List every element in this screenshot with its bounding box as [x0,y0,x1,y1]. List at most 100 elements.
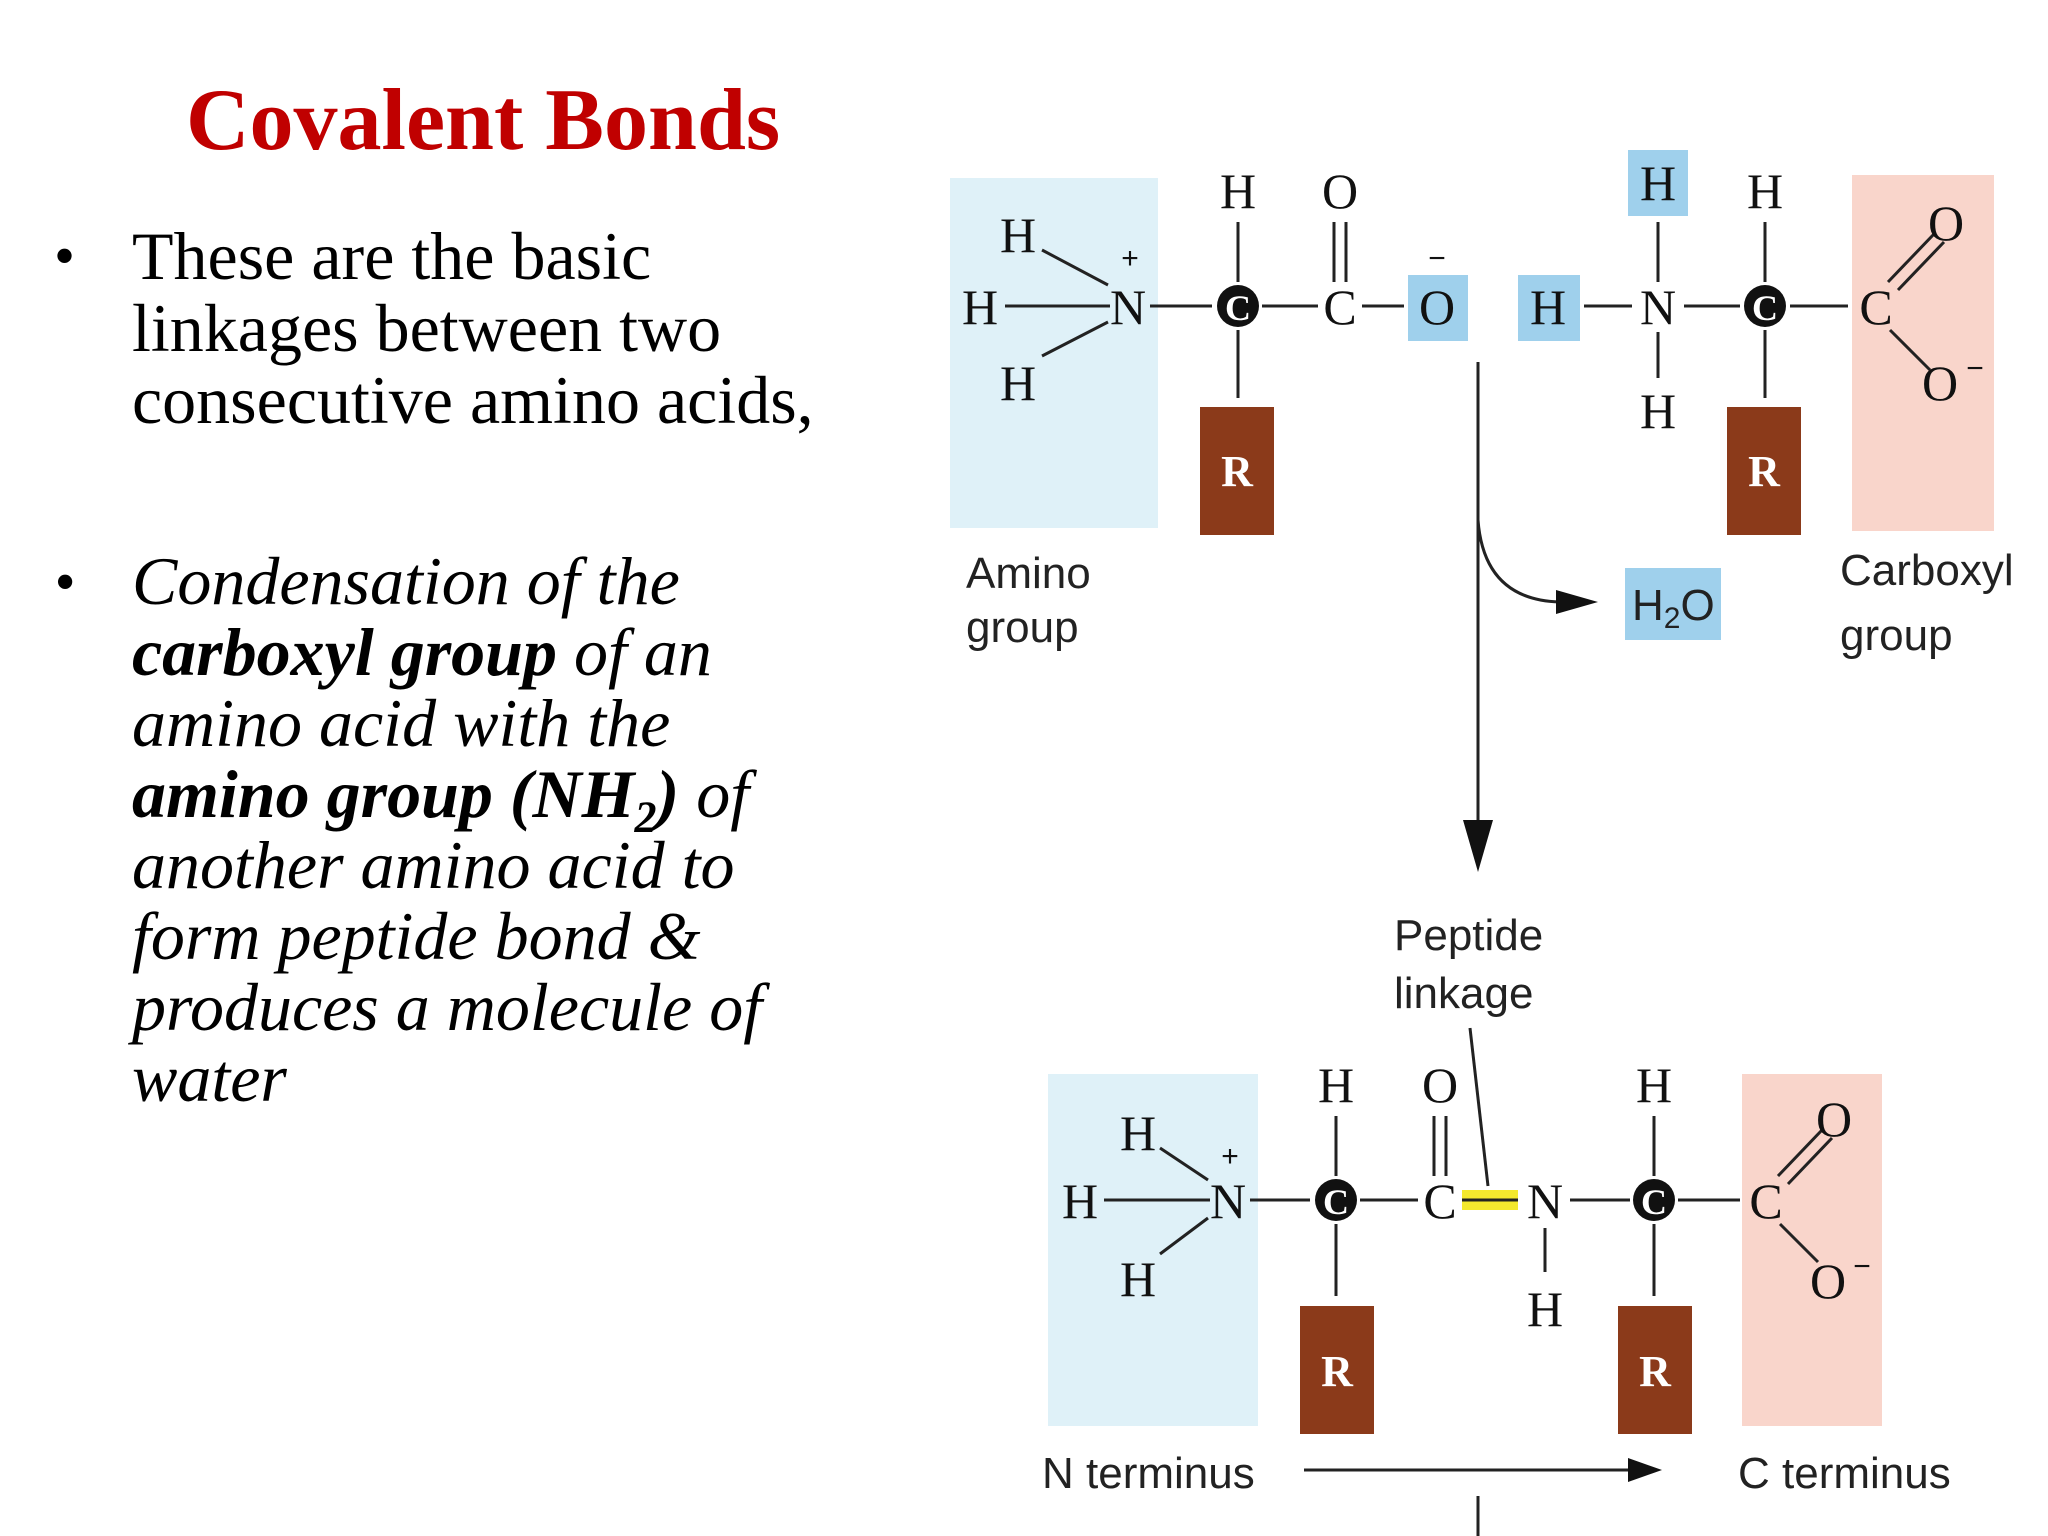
peptide-linkage-label: linkage [1394,969,1533,1018]
water-release-curve [1476,519,1561,604]
bullet-dot: • [54,223,76,289]
water-subscript: 2 [1664,602,1681,635]
bond-h-n [1041,248,1109,287]
removed-h-highlight [1518,275,1580,341]
bond-c-o-double [1886,232,1936,284]
plus-charge: + [1221,1140,1239,1173]
alpha-carbon [1315,1179,1357,1221]
r-group-box [1200,407,1274,535]
atom-h: H [1640,155,1676,211]
r-group-box [1618,1306,1692,1434]
amino-group-label: group [966,603,1079,652]
atom-c: C [1749,1173,1782,1229]
minus-charge: − [1428,242,1446,275]
atom-h: H [1062,1173,1098,1229]
c-terminus-highlight [1742,1074,1882,1426]
removed-o-highlight [1408,275,1468,341]
bond-h-n [1041,320,1109,358]
water-highlight [1625,568,1721,640]
amino-group-label: Amino [966,549,1091,598]
carboxyl-group-highlight [1852,175,1994,531]
atom-h: H [962,279,998,335]
r-group-label: R [1748,447,1781,496]
bond-c-o-double [1776,1128,1824,1178]
atom-c: C [1859,279,1892,335]
bond-c-o [1888,328,1932,372]
peptide-linkage-label: Peptide [1394,911,1543,960]
atom-h: H [1318,1057,1354,1113]
atom-h: H [1747,163,1783,219]
carboxyl-group-label: Carboxyl [1840,546,2014,595]
atom-c-label: C [1225,288,1251,328]
amino-group-highlight [950,178,1158,528]
bond-c-o [1778,1222,1820,1264]
r-group-label: R [1639,1347,1672,1396]
bond-c-o-double [1896,240,1946,292]
atom-c-label: C [1323,1182,1349,1222]
atom-h: H [1527,1281,1563,1337]
r-group-label: R [1321,1347,1354,1396]
r-group-box [1727,407,1801,535]
water-o: O [1680,581,1714,630]
atom-h: H [1640,383,1676,439]
r-group-label: R [1221,447,1254,496]
atom-n: N [1110,279,1146,335]
peptide-linkage-pointer [1468,1027,1490,1187]
removed-h-top-highlight [1628,150,1688,216]
atom-h: H [1220,163,1256,219]
bullet-dot: • [54,549,76,615]
atom-n: N [1527,1173,1563,1229]
atom-c: C [1323,279,1356,335]
r-group-box [1300,1306,1374,1434]
bullet-item-condensation: • Condensation of the carboxyl group of … [40,546,860,1114]
minus-charge: − [1966,352,1984,385]
atom-h: H [1530,279,1566,335]
bullet-text-part: Condensation of the [132,543,680,619]
atom-o: O [1322,163,1358,219]
subscript-2: 2 [634,792,657,842]
atom-o: O [1816,1091,1852,1147]
bond-h-n [1159,1146,1209,1182]
bullet-text-part: of another amino acid to form peptide bo… [132,756,763,1116]
atom-h: H [1120,1105,1156,1161]
water-label: H2O [1632,581,1715,635]
atom-n: N [1210,1173,1246,1229]
amino-group-paren: ) [656,756,680,832]
alpha-carbon [1633,1179,1675,1221]
amino-group-text: amino group (NH [132,756,635,832]
atom-h: H [1000,207,1036,263]
atom-c-label: C [1641,1182,1667,1222]
bullet-item-basic-linkages: • These are the basic linkages between t… [40,220,860,436]
bullet-text-part: of an amino acid with the [132,614,712,761]
atom-h: H [1000,355,1036,411]
bullet-emphasis-amino: amino group (NH2) [132,756,680,840]
atom-n: N [1640,279,1676,335]
n-terminus-highlight [1048,1074,1258,1426]
atom-o: O [1922,355,1958,411]
plus-charge: + [1121,242,1139,275]
water-release-arrowhead [1556,590,1598,614]
alpha-carbon [1217,285,1259,327]
atom-c: C [1423,1173,1456,1229]
bond-c-o-double [1786,1136,1834,1186]
bullet-list: • These are the basic linkages between t… [40,220,860,1114]
atom-c-label: C [1752,288,1778,328]
bullet-text: These are the basic linkages between two… [132,218,814,438]
minus-charge: − [1853,1250,1871,1283]
c-terminus-label: C terminus [1738,1449,1951,1498]
reaction-arrow-head [1463,820,1493,872]
slide-title: Covalent Bonds [186,72,781,169]
bullet-emphasis-carboxyl: carboxyl group [132,614,557,690]
atom-h: H [1636,1057,1672,1113]
atom-o: O [1422,1057,1458,1113]
atom-h: H [1120,1251,1156,1307]
water-h: H [1632,581,1664,630]
carboxyl-group-label: group [1840,611,1953,660]
bond-h-n [1159,1216,1209,1256]
n-terminus-label: N terminus [1042,1449,1255,1498]
alpha-carbon [1744,285,1786,327]
atom-o: O [1810,1253,1846,1309]
direction-arrow-head [1628,1458,1662,1482]
atom-o: O [1419,279,1455,335]
